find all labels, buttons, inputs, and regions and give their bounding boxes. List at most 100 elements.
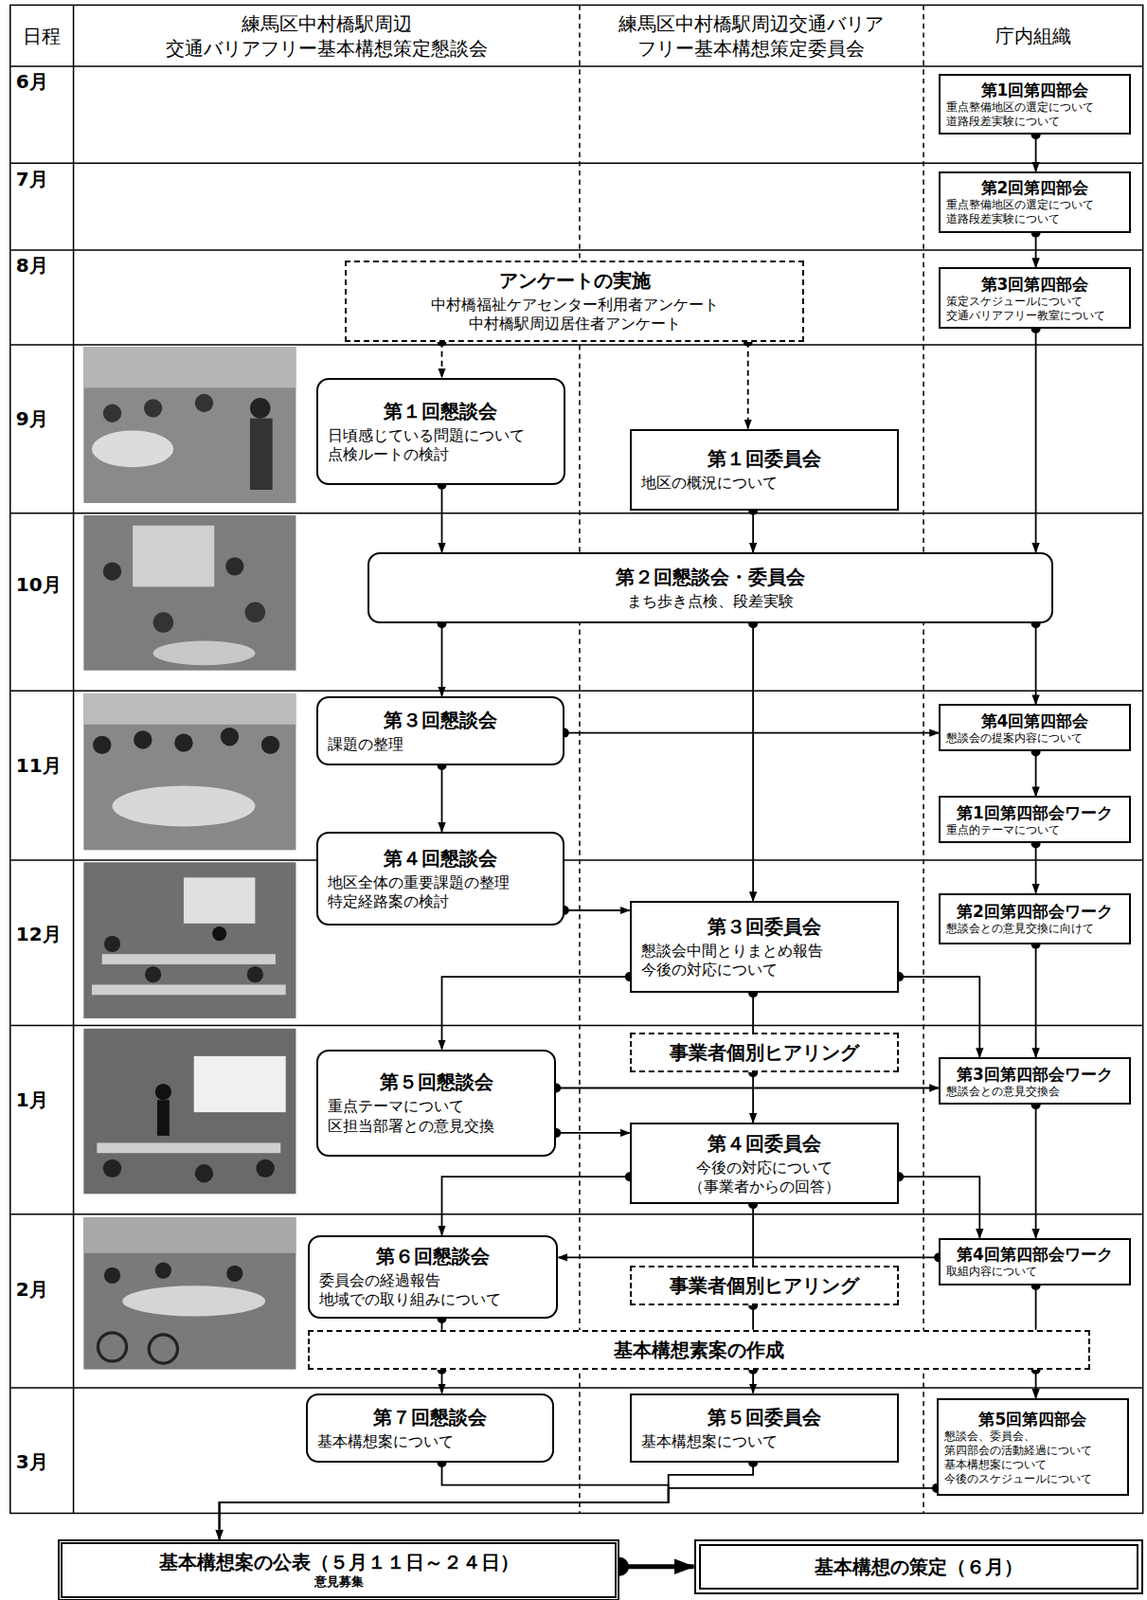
column-header: 練馬区中村橋駅周辺交通バリア フリー基本構想策定委員会 — [594, 11, 908, 61]
box-body: 基本構想案について — [317, 1432, 543, 1452]
box-body: 日頃感じている問題について 点検ルートの検討 — [327, 426, 555, 465]
month-cell: 7月 — [10, 162, 74, 194]
grid-line — [10, 249, 1144, 251]
connector — [898, 1176, 980, 1238]
dashed-box: 事業者個別ヒアリング — [629, 1265, 899, 1306]
box-heading: 第６回懇談会 — [319, 1243, 547, 1269]
grid-line — [10, 1024, 1144, 1027]
month-cell: 9月 — [10, 403, 74, 434]
box-body: 地区の概況について — [641, 473, 888, 493]
grid-line — [10, 689, 1144, 692]
box-body: 中村橋駅周辺居住者アンケート — [468, 314, 682, 334]
month-cell: 1月 — [10, 1084, 74, 1115]
dashed-box: 事業者個別ヒアリング — [629, 1032, 899, 1073]
grid-line — [10, 65, 1144, 68]
box-heading: 事業者個別ヒアリング — [669, 1039, 860, 1065]
connector — [219, 1462, 669, 1540]
connector — [1035, 232, 1038, 269]
column-header: 日程 — [22, 23, 61, 49]
connector — [752, 1072, 754, 1123]
photo — [83, 515, 296, 671]
box-heading: 第1回第四部会ワーク — [946, 802, 1124, 824]
month-label: 7月 — [16, 166, 49, 192]
connector — [1035, 623, 1038, 704]
dashed-box: 基本構想素案の作成 — [307, 1329, 1090, 1370]
committee-box: 第5回第四部会懇談会、委員会、第四部会の活動経過について 基本構想案について 今… — [936, 1397, 1130, 1496]
process-box: 第４回委員会今後の対応について （事業者からの回答） — [629, 1122, 899, 1204]
grid-line — [10, 162, 1144, 165]
box-body: 懇談会との意見交換会 — [946, 1084, 1124, 1099]
meeting-box: 第７回懇談会基本構想案について — [305, 1393, 555, 1463]
connector — [564, 909, 630, 912]
meeting-photos — [83, 346, 296, 1369]
month-cell: 6月 — [10, 66, 74, 97]
connector — [555, 1087, 939, 1090]
box-body: 意見募集 — [71, 1574, 606, 1591]
connector — [564, 732, 939, 735]
column-header-cell: 庁内組織 — [923, 4, 1144, 67]
connector — [1035, 1285, 1038, 1330]
box-heading: 第２回懇談会・委員会 — [378, 564, 1042, 590]
month-label: 9月 — [16, 406, 49, 431]
box-body: 重点的テーマについて — [946, 823, 1124, 838]
box-body: 懇談会中間とりまとめ報告 今後の対応について — [641, 941, 888, 980]
month-cell: 2月 — [10, 1273, 74, 1305]
connector — [441, 623, 444, 697]
box-heading: 第3回第四部会 — [946, 273, 1124, 295]
photo — [83, 1028, 296, 1195]
photo — [83, 1217, 296, 1369]
meeting-box: 第４回懇談会地区全体の重要課題の整理 特定経路案の検討 — [316, 831, 565, 926]
dashed-box: アンケートの実施中村橋福祉ケアセンター利用者アンケート中村橋駅周辺居住者アンケー… — [344, 260, 805, 342]
month-cell: 10月 — [10, 569, 74, 600]
month-label: 3月 — [16, 1449, 49, 1474]
connector — [898, 976, 980, 1058]
box-heading: 第5回第四部会 — [944, 1408, 1122, 1430]
box-heading: 第４回委員会 — [641, 1130, 888, 1156]
box-body: 中村橋福祉ケアセンター利用者アンケート — [430, 295, 719, 315]
result-box: 基本構想案の公表（５月１１日～２４日）意見募集 — [57, 1539, 620, 1600]
committee-box: 第1回第四部会ワーク重点的テーマについて — [938, 795, 1131, 843]
process-box: 第３回委員会懇談会中間とりまとめ報告 今後の対応について — [629, 900, 899, 993]
box-heading: 事業者個別ヒアリング — [669, 1272, 860, 1298]
box-heading: 基本構想の策定（６月） — [710, 1554, 1128, 1579]
meeting-box: 第１回懇談会日頃感じている問題について 点検ルートの検討 — [316, 377, 566, 485]
photo — [83, 693, 296, 850]
box-body: 取組内容について — [946, 1264, 1124, 1279]
connector — [442, 1176, 630, 1236]
month-label: 8月 — [16, 252, 49, 278]
committee-box: 第4回第四部会ワーク取組内容について — [938, 1237, 1131, 1286]
month-cell: 3月 — [10, 1446, 74, 1477]
grid-line — [10, 343, 1144, 346]
box-heading: 第３回懇談会 — [327, 707, 554, 733]
month-cell: 11月 — [10, 750, 74, 781]
month-label: 6月 — [16, 69, 49, 94]
connector — [1035, 134, 1038, 172]
connector — [555, 1131, 630, 1134]
connector — [1035, 328, 1038, 553]
connector — [441, 765, 444, 832]
box-heading: 第１回委員会 — [641, 446, 888, 471]
box-body: 懇談会の提案内容について — [946, 731, 1124, 746]
box-body: 重点整備地区の選定について 道路段差実験について — [946, 100, 1124, 129]
box-body: 委員会の経過報告 地域での取り組みについて — [319, 1271, 547, 1309]
box-body: 策定スケジュールについて 交通バリアフリー教室について — [946, 294, 1124, 323]
box-heading: 第１回懇談会 — [327, 398, 555, 424]
column-header-cell: 練馬区中村橋駅周辺 交通バリアフリー基本構想策定懇談会 — [73, 4, 580, 67]
month-label: 12月 — [16, 921, 62, 947]
connector — [219, 1487, 937, 1540]
grid-line — [10, 512, 1144, 515]
box-heading: 基本構想素案の作成 — [613, 1337, 785, 1363]
connector — [557, 1256, 939, 1259]
committee-box: 第3回第四部会ワーク懇談会との意見交換会 — [938, 1057, 1131, 1105]
connector — [752, 992, 754, 1033]
meeting-box: 第６回懇談会委員会の経過報告 地域での取り組みについて — [307, 1235, 558, 1319]
box-heading: 第4回第四部会 — [946, 710, 1124, 732]
connector — [752, 1203, 754, 1266]
connector — [1035, 751, 1038, 796]
connector — [1035, 944, 1038, 1058]
committee-box: 第4回第四部会懇談会の提案内容について — [938, 703, 1131, 752]
box-heading: 第2回第四部会 — [946, 177, 1124, 198]
grid-line — [72, 4, 75, 1513]
box-body: 重点テーマについて 区担当部署との意見交換 — [327, 1096, 545, 1135]
box-body: まち歩き点検、段差実験 — [378, 591, 1042, 611]
